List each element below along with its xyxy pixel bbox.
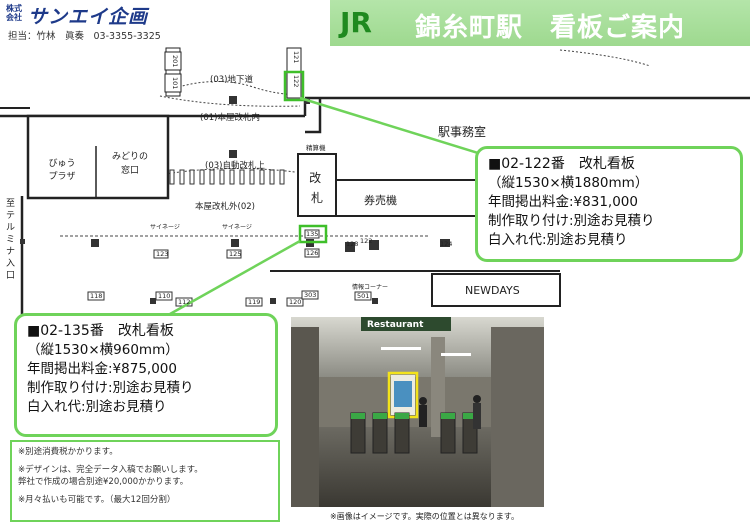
to-terminal-label: 至テルミナ入口 [6,198,15,281]
callout-a-production: 制作取り付け:別途お見積り [488,213,655,229]
num-112: 112 [178,298,190,306]
map-label-b4: 本屋改札外(02) [195,201,255,212]
signage-label-1: サイネージ [150,224,180,231]
room-kaisatsu: 改 札 [309,171,325,205]
callout-b-production: 制作取り付け:別途お見積り [27,380,194,396]
num-303: 303 [304,291,316,299]
note-tax: ※別途消費税かかります。 [18,447,118,457]
bigan-plaza-line1: びゅう [48,158,75,169]
signage-label-2: サイネージ [222,224,252,231]
num-124: 124 [440,240,452,248]
num-501: 501 [357,292,369,300]
station-photo: Restaurant [291,317,544,507]
page-title: 錦糸町駅 看板ご案内 [415,13,686,43]
num-201: 201 [171,55,179,67]
header: 株式会社 サンエイ企画 担当：竹林 眞奏 03-3355-3325 JR 錦糸町… [0,0,750,46]
kaisatsu-char-2: 札 [311,191,323,205]
map-label-b3: (03)自動改札上 [205,160,265,171]
photo-caption: ※画像はイメージです。実際の位置とは異なります。 [330,512,519,521]
num-120: 120 [289,298,301,306]
callout-a-size: （縦1530×横1880mm） [488,175,649,191]
station-map-svg: (03)地下道 (01)本屋改札内 (03)自動改札上 本屋改札外(02) 駅事… [0,47,750,316]
note-monthly: ※月々払いも可能です。（最大12回分割） [18,495,176,505]
callout-a-title: ■02-122番 改札看板 [488,156,635,172]
midori-line2: 窓口 [121,164,139,176]
callout-b-title: ■02-135番 改札看板 [27,323,174,339]
num-118: 118 [90,292,102,300]
title-bar: JR 錦糸町駅 看板ご案内 [330,0,750,46]
num-101: 101 [171,77,179,89]
station-map: (03)地下道 (01)本屋改札内 (03)自動改札上 本屋改札外(02) 駅事… [0,46,750,316]
logo-prefix: 株式会社 [6,4,22,22]
map-label-b2: (01)本屋改札内 [200,112,260,123]
num-123: 123 [156,250,168,258]
num-126: 126 [306,249,318,257]
num-125: 125 [229,250,241,258]
num-128: 128 [346,240,358,248]
contact-info: 担当：竹林 眞奏 03-3355-3325 [8,31,161,42]
midori-line1: みどりの [112,151,148,162]
company-logo-area: 株式会社 サンエイ企画 担当：竹林 眞奏 03-3355-3325 [0,0,330,46]
num-135: 135 [306,230,318,238]
callout-02-135: ■02-135番 改札看板 （縦1530×横960mm） 年間掲出料金:¥875… [14,313,278,437]
station-photo-svg: Restaurant [291,317,544,507]
newdays-label: NEWDAYS [465,284,520,297]
seisanki-label: 精算機 [306,143,326,152]
num-122b: 122 [360,237,372,245]
bigan-plaza-line2: プラザ [48,171,75,182]
notes-box: ※別途消費税かかります。 ※デザインは、完全データ入稿でお願いします。 弊社で作… [10,440,280,522]
num-119: 119 [248,298,260,306]
callout-a-installation: 白入れ代:別途お見積り [488,232,628,248]
map-label-b1: (03)地下道 [210,74,253,85]
room-kenbai: 券売機 [364,193,397,207]
callout-a-price: 年間掲出料金:¥831,000 [488,194,638,210]
num-121: 121 [292,51,300,63]
num-122: 122 [292,75,300,87]
kaisatsu-char-1: 改 [309,171,321,185]
title-jr: JR [340,6,372,39]
callout-02-122: ■02-122番 改札看板 （縦1530×横1880mm） 年間掲出料金:¥83… [475,146,743,262]
info-corner-label: 情報コーナー [352,283,388,291]
company-logo: サンエイ企画 [28,6,149,28]
note-design-fee: 弊社で作成の場合別途¥20,000かかります。 [18,477,189,487]
callout-b-price: 年間掲出料金:¥875,000 [27,361,177,377]
note-design: ※デザインは、完全データ入稿でお願いします。 [18,465,203,475]
callout-b-size: （縦1530×横960mm） [27,342,179,358]
photo-sign-text: Restaurant [367,320,424,330]
num-110: 110 [158,292,170,300]
room-ekimu: 駅事務室 [438,124,486,139]
callout-b-installation: 白入れ代:別途お見積り [27,399,167,415]
